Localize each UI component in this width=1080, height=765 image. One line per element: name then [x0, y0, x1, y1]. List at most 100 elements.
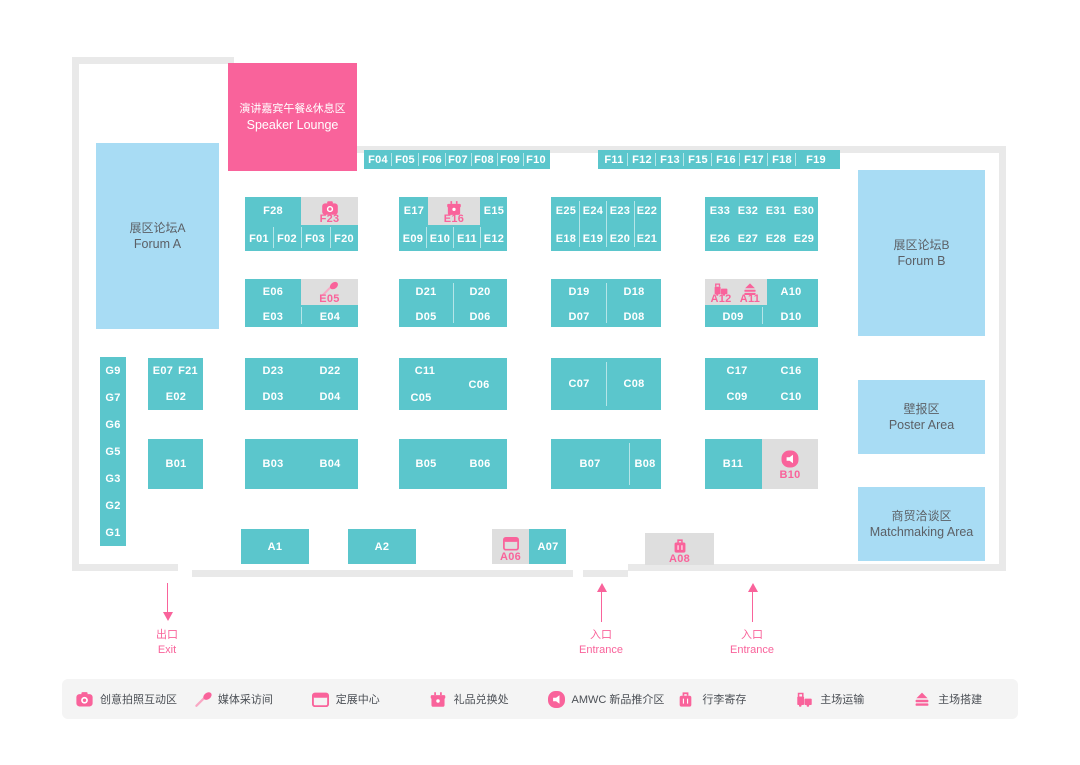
booth-label-C05: C05 — [410, 392, 432, 404]
block-b-2[interactable]: B05 B06 — [399, 439, 507, 489]
legend-item-transport[interactable]: 主场运输 — [782, 691, 900, 708]
block-d-3[interactable]: A12 A11 A10 D09 D10 — [705, 279, 818, 327]
block-ef-left[interactable]: E07 F21 E02 — [148, 358, 203, 410]
block-a2[interactable]: A2 — [348, 529, 416, 564]
legend-bar: 创意拍照互动区 媒体采访间 定展中心 礼品兑换处 AMWC 新品推介区 — [62, 679, 1018, 719]
wall-bottom-seg-4 — [628, 564, 1006, 571]
legend-item-photo-zone[interactable]: 创意拍照互动区 — [62, 691, 180, 708]
booth-label-C16: C16 — [780, 365, 802, 377]
legend-item-gift-redemption[interactable]: 礼品兑换处 — [416, 691, 534, 708]
strip-g-column[interactable]: G9 G7 G6 G5 G3 G2 G1 — [100, 357, 126, 546]
booth-label-F07: F07 — [448, 153, 468, 166]
area-forum-a[interactable]: 展区论坛A Forum A — [96, 143, 219, 329]
block-d-left[interactable]: D23 D22 D03 D04 — [245, 358, 358, 410]
area-forum-b[interactable]: 展区论坛B Forum B — [858, 170, 985, 336]
service-booth-A06[interactable]: A06 — [492, 529, 529, 564]
booth-label-D09: D09 — [722, 311, 744, 323]
booth-label-E21: E21 — [636, 233, 658, 245]
booth-label-F05: F05 — [395, 153, 415, 166]
booth-label-F20: F20 — [334, 233, 354, 245]
service-booth-F23[interactable]: F23 — [301, 197, 358, 225]
block-b-1[interactable]: B03 B04 — [245, 439, 358, 489]
block-b-left[interactable]: B01 — [148, 439, 203, 489]
block-c-3[interactable]: C17 C16 C09 C10 — [705, 358, 818, 410]
build-icon — [743, 282, 757, 296]
wall-bottom-seg-3 — [583, 570, 628, 577]
speaker-lounge-label-en: Speaker Lounge — [246, 118, 339, 132]
booth-label-G5: G5 — [105, 446, 121, 458]
poster-label-en: Poster Area — [888, 418, 955, 432]
legend-item-luggage-storage[interactable]: 行李寄存 — [664, 691, 782, 708]
booth-label-F11: F11 — [604, 153, 624, 166]
block-a07[interactable]: A07 — [529, 529, 566, 564]
strip-f-top-right[interactable]: F11 F12 F13 F15 F16 F17 F18 F19 — [598, 150, 840, 169]
block-b-4[interactable]: B10 B11 — [705, 439, 818, 489]
service-booth-E16[interactable]: E16 — [428, 197, 480, 225]
booth-label-E18: E18 — [555, 233, 577, 245]
booth-label-F23: F23 — [319, 213, 340, 225]
legend-label-transport: 主场运输 — [820, 694, 865, 706]
legend-label-amwc-launch: AMWC 新品推介区 — [571, 694, 665, 706]
booth-label-G1: G1 — [105, 527, 121, 539]
entrance-2-arrow-head — [748, 583, 758, 592]
camera-icon — [321, 201, 338, 216]
booth-label-G7: G7 — [105, 392, 121, 404]
gate-entrance-2-label-en: Entrance — [729, 644, 775, 656]
booth-label-B05: B05 — [415, 458, 437, 470]
legend-item-construction[interactable]: 主场搭建 — [900, 691, 1018, 708]
booth-label-E09: E09 — [402, 233, 424, 245]
booth-label-F08: F08 — [474, 153, 494, 166]
strip-f-top-left[interactable]: F04 F05 F06 F07 F08 F09 F10 — [364, 150, 550, 169]
booth-label-D03: D03 — [262, 391, 284, 403]
block-c-2[interactable]: C07 C08 — [551, 358, 661, 410]
megaphone-icon — [781, 450, 799, 468]
service-booth-group-A12-A11[interactable]: A12 A11 — [705, 279, 767, 305]
block-e-2[interactable]: E25 E24 E23 E22 E18 E19 E20 E21 — [551, 197, 661, 251]
gate-entrance-2-label-cn: 入口 — [741, 629, 763, 641]
booth-label-G2: G2 — [105, 500, 121, 512]
legend-item-media-room[interactable]: 媒体采访间 — [180, 691, 298, 708]
forum-a-label-en: Forum A — [133, 237, 182, 251]
service-booth-E05[interactable]: E05 — [301, 279, 358, 305]
area-poster[interactable]: 壁报区 Poster Area — [858, 380, 985, 454]
booth-label-E27: E27 — [737, 233, 759, 245]
block-e-left[interactable]: E05 E06 E03 E04 — [245, 279, 358, 327]
block-e-1[interactable]: E16 E17 E15 E09 E10 E11 E12 — [399, 197, 507, 251]
matchmaking-label-cn: 商贸洽谈区 — [891, 509, 952, 523]
legend-item-booking-center[interactable]: 定展中心 — [298, 691, 416, 708]
block-d-1[interactable]: D21 D20 D05 D06 — [399, 279, 507, 327]
booth-label-E15: E15 — [483, 205, 505, 217]
wall-right — [999, 146, 1006, 571]
wall-left — [72, 57, 79, 571]
booth-label-E11: E11 — [457, 233, 477, 245]
forum-b-label-en: Forum B — [897, 254, 946, 268]
booth-label-E29: E29 — [793, 233, 815, 245]
forum-b-label-cn: 展区论坛B — [893, 238, 950, 252]
block-f-left[interactable]: F23 F28 F01 F02 F03 F20 — [245, 197, 358, 251]
booth-label-E22: E22 — [636, 205, 658, 217]
booth-label-D04: D04 — [319, 391, 341, 403]
booth-label-E04: E04 — [319, 311, 341, 323]
area-speaker-lounge[interactable]: 演讲嘉宾午餐&休息区 Speaker Lounge — [228, 63, 357, 171]
block-b-3[interactable]: B07 B08 — [551, 439, 661, 489]
area-matchmaking[interactable]: 商贸洽谈区 Matchmaking Area — [858, 487, 985, 561]
booth-label-B07: B07 — [579, 458, 601, 470]
build-icon — [914, 691, 931, 708]
booth-label-B10: B10 — [779, 469, 801, 481]
entrance-1-arrow-line — [601, 592, 602, 622]
legend-item-amwc-launch[interactable]: AMWC 新品推介区 — [534, 690, 665, 708]
service-booth-B10[interactable]: B10 — [762, 439, 818, 489]
block-e-3[interactable]: E33 E32 E31 E30 E26 E27 E28 E29 — [705, 197, 818, 251]
gift-icon — [447, 201, 462, 216]
legend-label-media-room: 媒体采访间 — [217, 694, 273, 706]
service-booth-A08[interactable]: A08 — [645, 533, 714, 565]
booth-label-D18: D18 — [623, 286, 645, 298]
block-a1[interactable]: A1 — [241, 529, 309, 564]
booth-label-E07: E07 — [152, 365, 174, 377]
gate-entrance-2: 入口 Entrance — [730, 628, 774, 658]
camera-icon — [76, 691, 93, 708]
block-d-2[interactable]: D19 D18 D07 D08 — [551, 279, 661, 327]
block-c-1[interactable]: C11 C06 C05 — [399, 358, 507, 410]
booth-label-E20: E20 — [609, 233, 631, 245]
